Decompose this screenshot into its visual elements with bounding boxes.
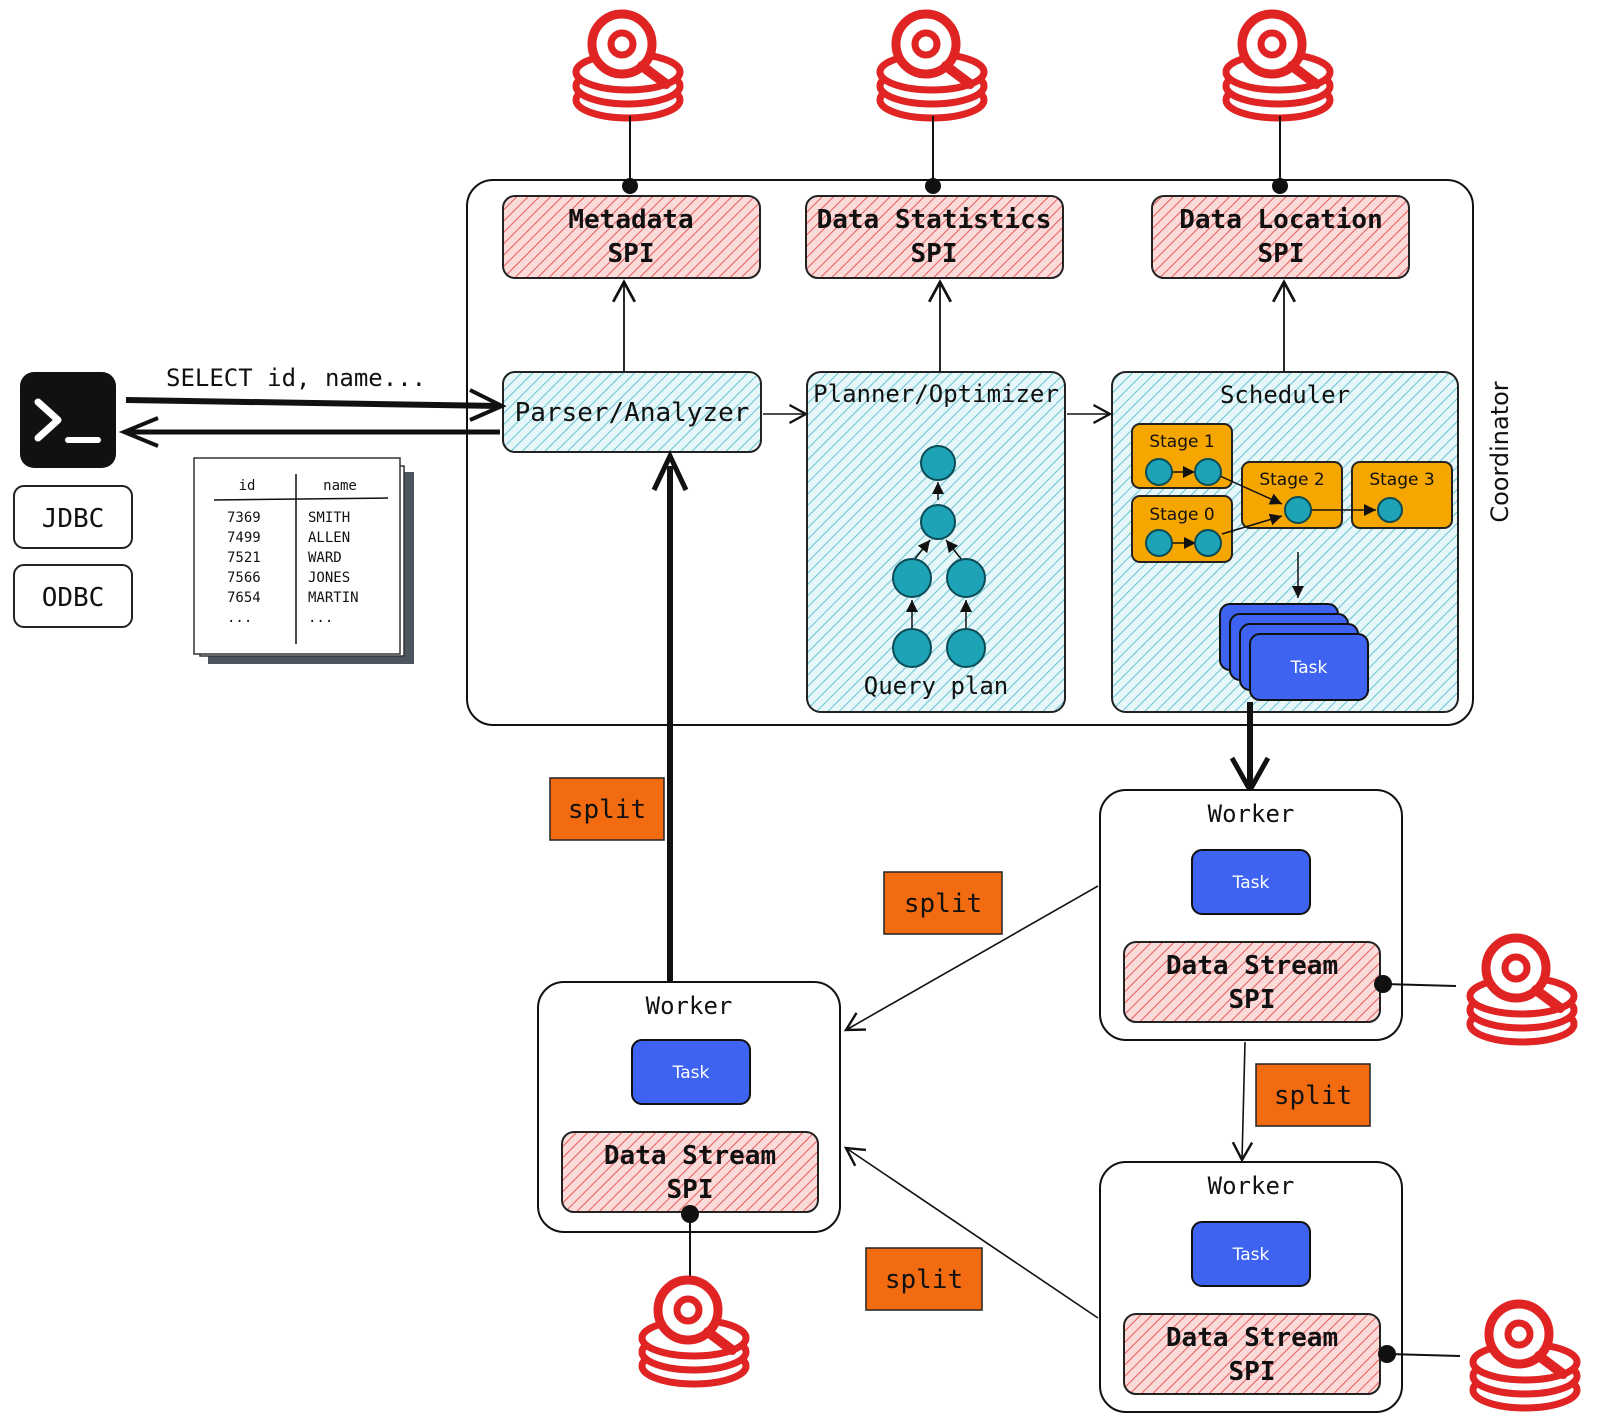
worker-title: Worker	[1208, 1172, 1295, 1200]
result-col-id: id	[239, 478, 256, 494]
stage-0-label: Stage 0	[1149, 505, 1214, 525]
result-cell-name: ALLEN	[308, 530, 350, 546]
worker-task-box	[1191, 849, 1311, 915]
result-cell-id: 7654	[227, 590, 261, 606]
stage-edges	[1172, 466, 1376, 598]
result-cell-id: 7499	[227, 530, 261, 546]
split-badge	[883, 871, 1003, 935]
result-cell-id: 7369	[227, 510, 261, 526]
database-icon	[638, 1275, 750, 1388]
split-label: split	[1274, 1081, 1352, 1111]
database-icon	[1466, 933, 1578, 1046]
jdbc-label: JDBC	[42, 504, 105, 534]
result-cell-name: JONES	[308, 570, 350, 586]
data-stream-spi-line2: SPI	[667, 1175, 714, 1205]
stage-2-label: Stage 2	[1259, 470, 1324, 490]
split-label: split	[885, 1265, 963, 1295]
coordinator-label: Coordinator	[1486, 381, 1514, 522]
worker-task-label: Task	[1232, 873, 1270, 893]
scheduler-title: Scheduler	[1220, 381, 1350, 409]
metadata-spi-box	[502, 195, 761, 279]
result-col-name: name	[323, 478, 357, 494]
planner-optimizer-title: Planner/Optimizer	[813, 380, 1059, 408]
statistics-spi-box	[805, 195, 1064, 279]
worker-title: Worker	[1208, 800, 1295, 828]
database-icon	[1222, 9, 1334, 122]
stage-2-box	[1241, 461, 1343, 529]
stage-3-label: Stage 3	[1369, 470, 1434, 490]
statistics-spi-line2: SPI	[911, 239, 958, 269]
result-table	[193, 457, 414, 664]
worker-title: Worker	[646, 992, 733, 1020]
worker-task-label: Task	[672, 1063, 710, 1083]
parser-analyzer-label: Parser/Analyzer	[515, 398, 750, 428]
result-cell-id: 7521	[227, 550, 261, 566]
stage-nodes	[1145, 458, 1403, 557]
split-label: split	[568, 795, 646, 825]
coordinator-frame	[466, 179, 1474, 726]
odbc-box	[13, 564, 133, 628]
statistics-spi-line1: Data Statistics	[817, 205, 1052, 235]
result-cell-name: SMITH	[308, 510, 350, 526]
worker-task-box	[1191, 1221, 1311, 1287]
planner-optimizer-box	[806, 371, 1066, 713]
split-badge	[549, 777, 665, 841]
result-cell-name: MARTIN	[308, 590, 359, 606]
database-icon	[876, 9, 988, 122]
location-spi-line1: Data Location	[1179, 205, 1383, 235]
query-plan-tree	[906, 482, 972, 632]
scheduler-task-stack	[1219, 603, 1369, 701]
split-badge	[865, 1247, 983, 1311]
location-spi-line2: SPI	[1258, 239, 1305, 269]
jdbc-box	[13, 485, 133, 549]
worker-task-box	[631, 1039, 751, 1105]
database-icon	[572, 9, 684, 122]
query-text: SELECT id, name...	[166, 364, 426, 392]
metadata-spi-line2: SPI	[608, 239, 655, 269]
data-stream-spi-line1: Data Stream	[1166, 951, 1338, 981]
terminal-icon	[20, 372, 116, 468]
data-stream-spi-line1: Data Stream	[604, 1141, 776, 1171]
location-spi-box	[1151, 195, 1410, 279]
metadata-spi-line1: Metadata	[568, 205, 693, 235]
stage-1-label: Stage 1	[1149, 432, 1214, 452]
split-badge	[1255, 1063, 1371, 1127]
data-stream-spi-line1: Data Stream	[1166, 1323, 1338, 1353]
result-cell-id: 7566	[227, 570, 261, 586]
odbc-label: ODBC	[42, 583, 105, 613]
result-cell-name: ...	[308, 610, 333, 626]
data-stream-spi-line2: SPI	[1229, 985, 1276, 1015]
query-plan-nodes	[892, 445, 986, 668]
database-icon	[1469, 1299, 1581, 1412]
query-plan-caption: Query plan	[864, 672, 1009, 700]
result-cell-name: WARD	[308, 550, 342, 566]
stage-3-box	[1351, 461, 1453, 529]
parser-analyzer-box	[502, 371, 762, 453]
worker-task-label: Task	[1232, 1245, 1270, 1265]
scheduler-task-label: Task	[1290, 658, 1328, 678]
result-cell-id: ...	[227, 610, 252, 626]
split-label: split	[904, 889, 982, 919]
data-stream-spi-line2: SPI	[1229, 1357, 1276, 1387]
